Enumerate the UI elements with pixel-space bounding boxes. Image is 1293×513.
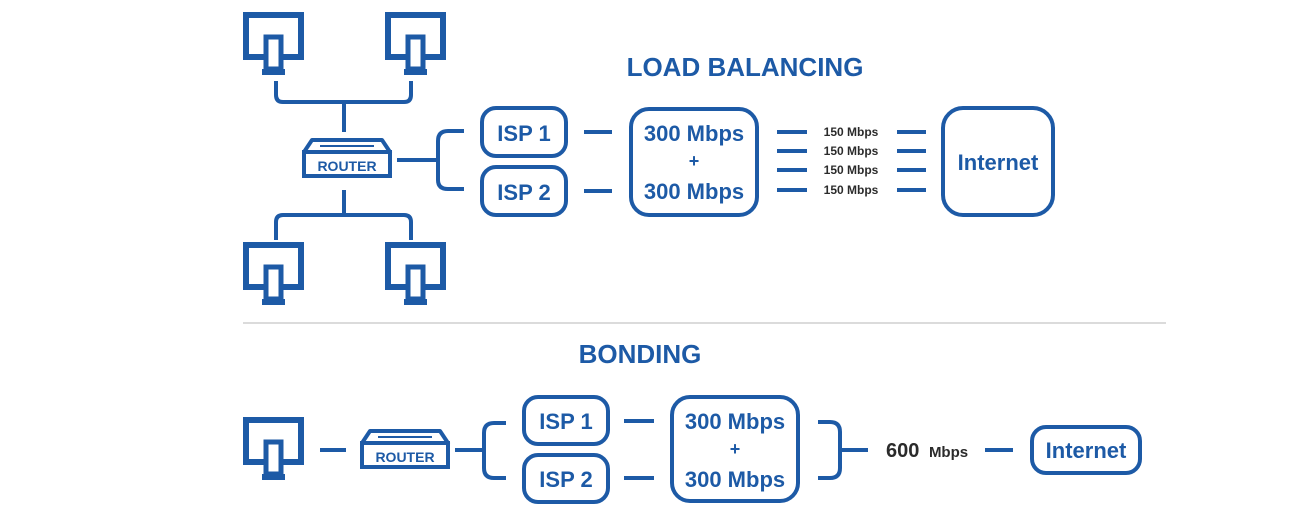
bonding-isp1-box [522, 395, 610, 446]
lb-internet-label: Internet [958, 150, 1039, 175]
bonding-merge-bracket [818, 420, 868, 480]
lb-aggregate-bottom: 300 Mbps [644, 179, 744, 204]
bonding-combined-value: 600 [886, 440, 919, 462]
lb-isp2-box [480, 165, 568, 217]
lb-aggregate-top: 300 Mbps [644, 121, 744, 146]
lb-internet-box [941, 106, 1055, 217]
lb-monitor-connectors [274, 81, 413, 240]
bonding-isp1-label: ISP 1 [539, 409, 592, 434]
bonding-combined-unit: Mbps [929, 444, 968, 461]
bonding-aggregate-box [670, 395, 800, 503]
load-balancing-title: LOAD BALANCING [627, 52, 864, 82]
monitor-icon [388, 245, 443, 305]
bonding-title: BONDING [579, 339, 702, 369]
monitor-icon [388, 15, 443, 75]
bonding-combined-speed: 600 Mbps [886, 440, 968, 462]
bonding-isp2-box [522, 453, 610, 504]
router-icon: ROUTER [360, 429, 450, 469]
lb-aggregate-box [629, 107, 759, 217]
lb-isp1-box [480, 106, 568, 158]
lb-isp-links [584, 130, 612, 193]
lb-router-label: ROUTER [317, 158, 376, 174]
bonding-aggregate-plus: + [730, 439, 741, 459]
lb-stream-label: 150 Mbps [824, 144, 879, 158]
lb-stream-links-right [897, 130, 926, 192]
monitor-icon [246, 15, 301, 75]
router-icon: ROUTER [302, 138, 392, 178]
lb-stream-label: 150 Mbps [824, 125, 879, 139]
lb-aggregate-plus: + [689, 151, 700, 171]
lb-router-bracket [397, 129, 464, 191]
bonding-isp2-label: ISP 2 [539, 467, 592, 492]
lb-stream-label: 150 Mbps [824, 163, 879, 177]
monitor-icon [246, 245, 301, 305]
bonding-router-bracket [455, 421, 506, 480]
lb-isp2-label: ISP 2 [497, 180, 550, 205]
lb-stream-links-left [777, 130, 807, 192]
bonding-aggregate-bottom: 300 Mbps [685, 467, 785, 492]
monitor-icon [246, 420, 301, 480]
bonding-router-label: ROUTER [375, 449, 434, 465]
bonding-aggregate-top: 300 Mbps [685, 409, 785, 434]
bonding-internet-label: Internet [1046, 438, 1127, 463]
lb-isp1-label: ISP 1 [497, 121, 550, 146]
lb-stream-label: 150 Mbps [824, 183, 879, 197]
bonding-internet-box [1030, 425, 1142, 475]
bonding-isp-links [624, 419, 654, 480]
